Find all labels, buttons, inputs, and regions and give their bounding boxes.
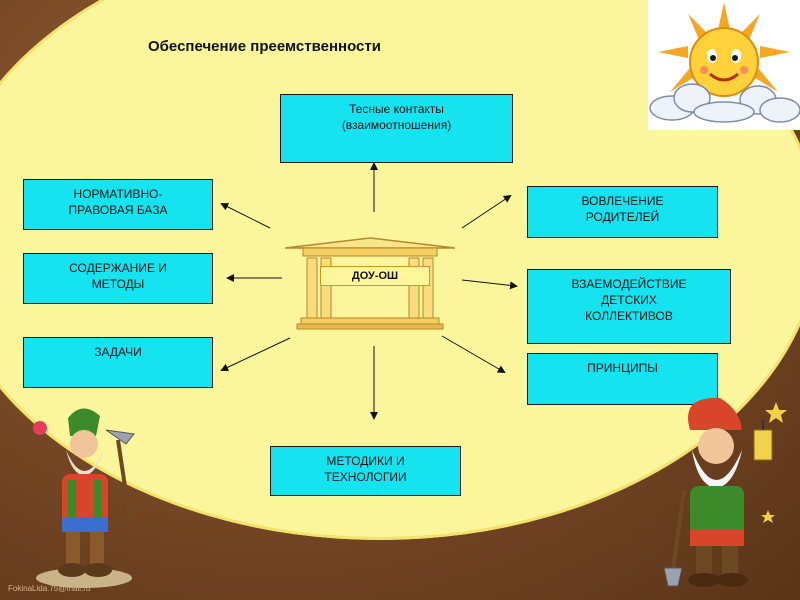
box-methods-technologies: МЕТОДИКИ И ТЕХНОЛОГИИ [270, 446, 461, 496]
temple-icon [285, 237, 455, 330]
center-node-label: ДОУ-ОШ [320, 266, 430, 286]
arrow-right-2 [461, 279, 518, 290]
arrow-left-3 [220, 337, 291, 372]
box-legal-base: НОРМАТИВНО- ПРАВОВАЯ БАЗА [23, 179, 213, 230]
gnome-with-pickaxe-icon [33, 408, 135, 588]
sun-with-clouds-icon [648, 0, 800, 130]
arrow-left-1 [220, 203, 271, 229]
arrow-right-1 [461, 194, 512, 229]
footer-email: FokinaLida.75@mail.ru [8, 584, 91, 593]
box-children-interaction: ВЗАЕМОДЕЙСТВИЕ ДЕТСКИХ КОЛЛЕКТИВОВ [527, 269, 731, 344]
gnome-with-shovel-icon [663, 397, 787, 587]
box-close-contacts: Тесные контакты (взаимоотношения) [280, 94, 513, 163]
box-content-methods: СОДЕРЖАНИЕ И МЕТОДЫ [23, 253, 213, 304]
slide-title: Обеспечение преемственности [148, 38, 381, 55]
box-parent-involvement: ВОВЛЕЧЕНИЕ РОДИТЕЛЕЙ [527, 186, 718, 238]
arrow-right-3 [441, 335, 506, 374]
box-principles: ПРИНЦИПЫ [527, 353, 718, 405]
box-tasks: ЗАДАЧИ [23, 337, 213, 388]
